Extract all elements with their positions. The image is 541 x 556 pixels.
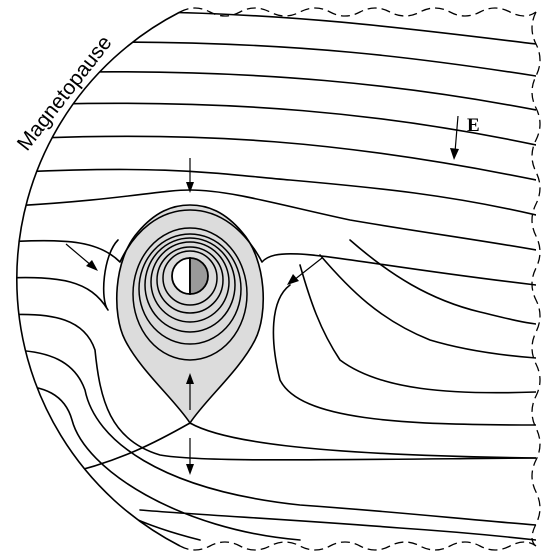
plasmasphere-region (116, 204, 264, 425)
bottom-cut-edge (179, 541, 537, 551)
convection-flow-lines (16, 12, 537, 541)
electric-field-label: E (467, 115, 480, 136)
earth-icon (171, 257, 209, 295)
closed-flow-rings (132, 227, 248, 361)
top-cut-edge (179, 7, 537, 17)
right-cut-edge (531, 11, 541, 547)
flow-arrows (65, 115, 459, 475)
